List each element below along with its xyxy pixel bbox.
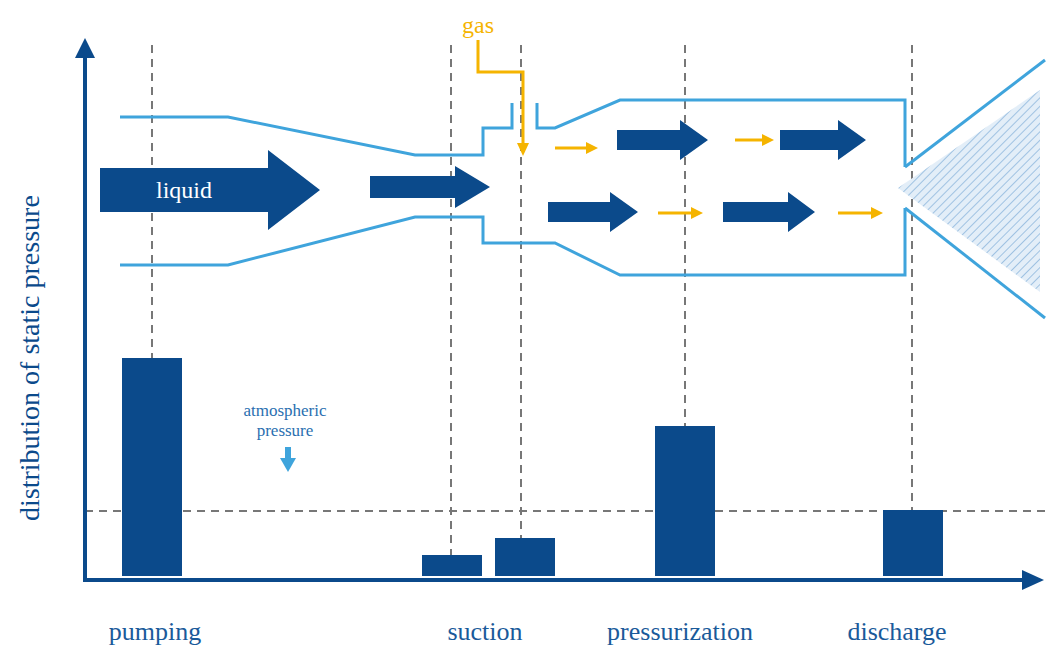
arrow-text: liquid: [156, 177, 212, 204]
reference-label: atmospheric pressure: [220, 401, 350, 440]
pointer-arrowhead: [280, 458, 296, 472]
axes: [75, 38, 1044, 590]
stage-label: pumping: [109, 617, 201, 647]
guide-lines: [85, 45, 1049, 576]
gas-arrowhead: [517, 143, 529, 156]
spray: [898, 90, 1040, 292]
liquid-arrow: liquid: [100, 150, 320, 230]
stage-label: pressurization: [607, 617, 753, 647]
liquid-arrows: [370, 120, 866, 232]
stage-label: discharge: [847, 617, 946, 647]
gas-line: [478, 40, 523, 145]
pressure-bars: [122, 358, 943, 576]
gas-label: gas: [462, 12, 494, 40]
gas-arrows: [555, 134, 883, 219]
arrow-fill: [100, 150, 320, 230]
stage-label: suction: [447, 617, 522, 647]
axis-title: distribution of static pressure: [14, 195, 46, 521]
